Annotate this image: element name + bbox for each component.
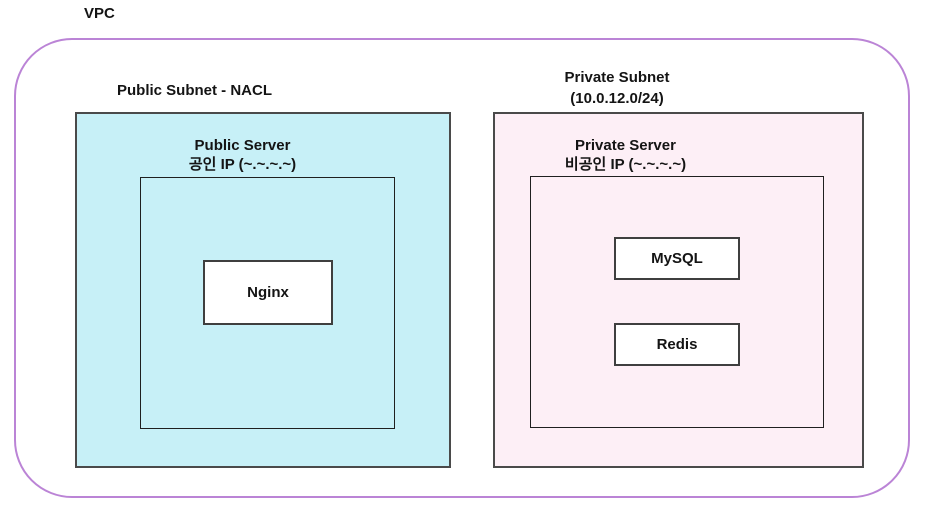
- redis-node: Redis: [614, 323, 740, 366]
- private-subnet-label-line1: Private Subnet: [564, 69, 670, 86]
- private-subnet-label-line2: (10.0.12.0/24): [570, 90, 664, 107]
- private-server-title: Private Server: [575, 137, 676, 154]
- public-subnet-box: [75, 112, 451, 468]
- public-subnet-label: Public Subnet - NACL: [117, 82, 272, 99]
- private-subnet-box: [493, 112, 864, 468]
- mysql-node-label: MySQL: [651, 250, 703, 267]
- nginx-node-label: Nginx: [247, 284, 289, 301]
- public-server-title: Public Server: [194, 137, 291, 154]
- private-server-box: [530, 176, 824, 428]
- private-server-subtitle: 비공인 IP (~.~.~.~): [564, 156, 687, 173]
- private-subnet-label: Private Subnet (10.0.12.0/24): [556, 67, 678, 109]
- nginx-node: Nginx: [203, 260, 333, 325]
- redis-node-label: Redis: [656, 336, 698, 353]
- public-server-label: Public Server 공인 IP (~.~.~.~): [130, 136, 355, 174]
- vpc-boundary: [14, 38, 910, 498]
- public-server-box: [140, 177, 395, 429]
- public-server-subtitle: 공인 IP (~.~.~.~): [188, 156, 297, 173]
- private-server-label: Private Server 비공인 IP (~.~.~.~): [513, 136, 738, 174]
- mysql-node: MySQL: [614, 237, 740, 280]
- vpc-label: VPC: [84, 5, 115, 22]
